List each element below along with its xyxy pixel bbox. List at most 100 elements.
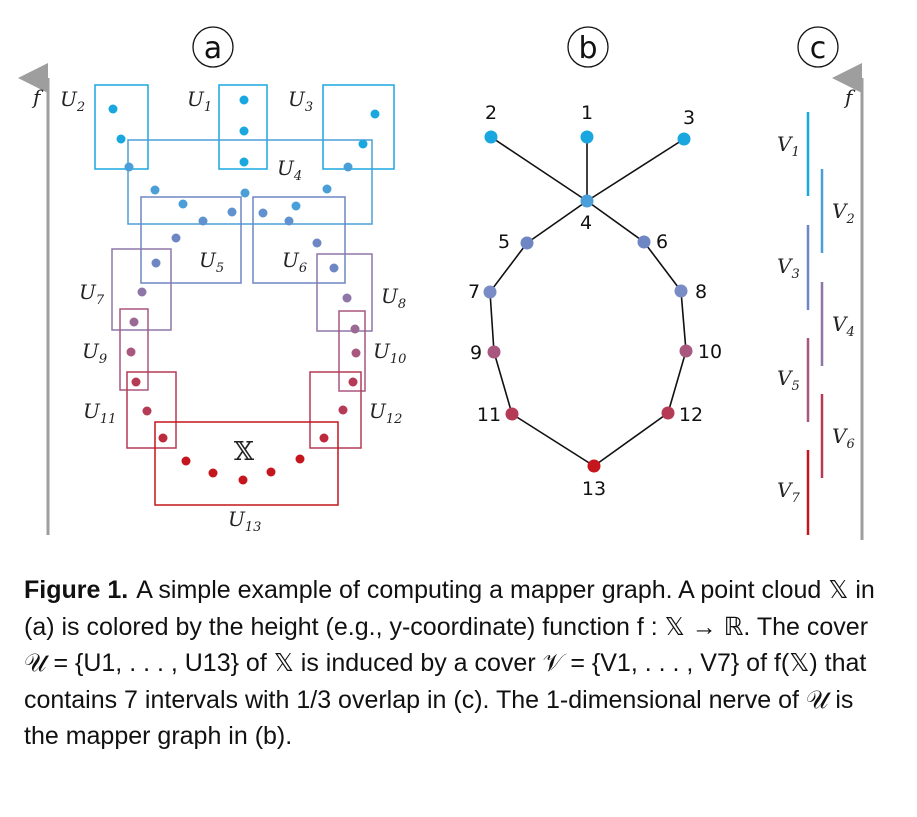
node-8: [674, 284, 688, 298]
point: [181, 456, 191, 466]
point: [137, 287, 147, 297]
cover-U4: [127, 139, 373, 225]
node-6: [637, 235, 651, 249]
point: [284, 216, 294, 226]
cover-U5: [140, 196, 242, 284]
point: [348, 377, 358, 387]
cover-U6: [252, 196, 346, 284]
point: [358, 139, 368, 149]
label-V1: V1: [777, 132, 800, 160]
node-1: [580, 130, 594, 144]
node-label-11: 11: [477, 404, 501, 426]
label-U5: U5: [199, 248, 224, 276]
point: [158, 433, 168, 443]
node-label-10: 10: [698, 341, 722, 363]
cover-U10: [338, 310, 366, 392]
label-U12: U12: [369, 399, 402, 427]
point: [295, 454, 305, 464]
point: [342, 293, 352, 303]
point: [291, 201, 301, 211]
node-label-5: 5: [498, 231, 510, 253]
panel-a-letter: a: [204, 31, 222, 66]
label-V6: V6: [832, 424, 855, 452]
f-axis-label-a: f: [31, 85, 44, 109]
panel-b-circle: [567, 26, 609, 68]
cover-U9: [119, 308, 149, 391]
node-label-7: 7: [468, 281, 480, 303]
label-U2: U2: [60, 87, 85, 115]
mapper-figure: a f: [18, 26, 864, 540]
panel-a: a f: [18, 26, 406, 535]
cover-labels: U2 U1 U3 U4 U5 U6 U7 U8 U9 U10 U11 U12 U…: [60, 87, 406, 535]
point: [239, 157, 249, 167]
point: [312, 238, 322, 248]
cover-U7: [111, 248, 172, 331]
point: [227, 207, 237, 217]
point: [351, 348, 361, 358]
point: [150, 185, 160, 195]
point: [171, 233, 181, 243]
edge-11-13: [511, 413, 595, 467]
edge-6-8: [643, 241, 682, 292]
label-V7: V7: [777, 478, 800, 506]
label-U13: U13: [228, 507, 261, 535]
node-11: [505, 407, 519, 421]
node-3: [677, 132, 691, 146]
point: [343, 162, 353, 172]
label-V5: V5: [777, 366, 800, 394]
edge-5-7: [489, 242, 528, 293]
node-label-4: 4: [580, 212, 592, 234]
edge-9-11: [493, 351, 513, 415]
label-U8: U8: [381, 284, 406, 312]
cover-U11: [126, 371, 177, 449]
point: [239, 126, 249, 136]
f-axis-label-c: f: [843, 85, 856, 109]
panel-c: c f V1 V2 V3 V4 V5 V6 V7: [777, 26, 864, 540]
edge-4-5: [526, 200, 588, 244]
graph-edges: [489, 136, 687, 467]
node-12: [661, 406, 675, 420]
node-label-8: 8: [695, 281, 707, 303]
point: [329, 263, 339, 273]
figure-caption: Figure 1.A simple example of computing a…: [24, 572, 894, 755]
point: [108, 104, 118, 114]
point: [124, 162, 134, 172]
label-U4: U4: [277, 156, 302, 184]
cover-U12: [309, 371, 362, 449]
point: [208, 468, 218, 478]
point-cloud: [108, 95, 380, 485]
cover-U1: [218, 84, 268, 170]
label-U1: U1: [187, 87, 212, 115]
node-4: [580, 194, 594, 208]
label-U6: U6: [282, 248, 307, 276]
panel-b-letter: b: [578, 31, 597, 66]
point: [350, 324, 360, 334]
node-label-12: 12: [679, 404, 703, 426]
node-9: [487, 345, 501, 359]
point: [338, 405, 348, 415]
point: [129, 317, 139, 327]
label-U9: U9: [82, 339, 107, 367]
edge-8-10: [680, 290, 687, 352]
point: [258, 208, 268, 218]
panel-a-circle: [192, 26, 234, 68]
caption-text: A simple example of computing a mapper g…: [24, 576, 875, 750]
node-label-3: 3: [683, 107, 695, 129]
node-label-1: 1: [581, 102, 593, 124]
point: [238, 475, 248, 485]
cover-U3: [322, 84, 395, 170]
panel-b: b: [468, 26, 722, 500]
label-V3: V3: [777, 254, 800, 282]
label-U11: U11: [83, 399, 116, 427]
label-U7: U7: [79, 280, 105, 308]
node-13: [587, 459, 601, 473]
edge-7-9: [489, 291, 495, 353]
cover-U8: [316, 253, 373, 332]
interval-labels: V1 V2 V3 V4 V5 V6 V7: [777, 132, 855, 506]
label-U3: U3: [288, 87, 313, 115]
node-2: [484, 130, 498, 144]
node-label-13: 13: [582, 478, 606, 500]
point: [370, 109, 380, 119]
node-5: [520, 236, 534, 250]
graph-node-labels: 1 2 3 4 5 6 7 8 9 10 11 12 13: [468, 102, 722, 500]
